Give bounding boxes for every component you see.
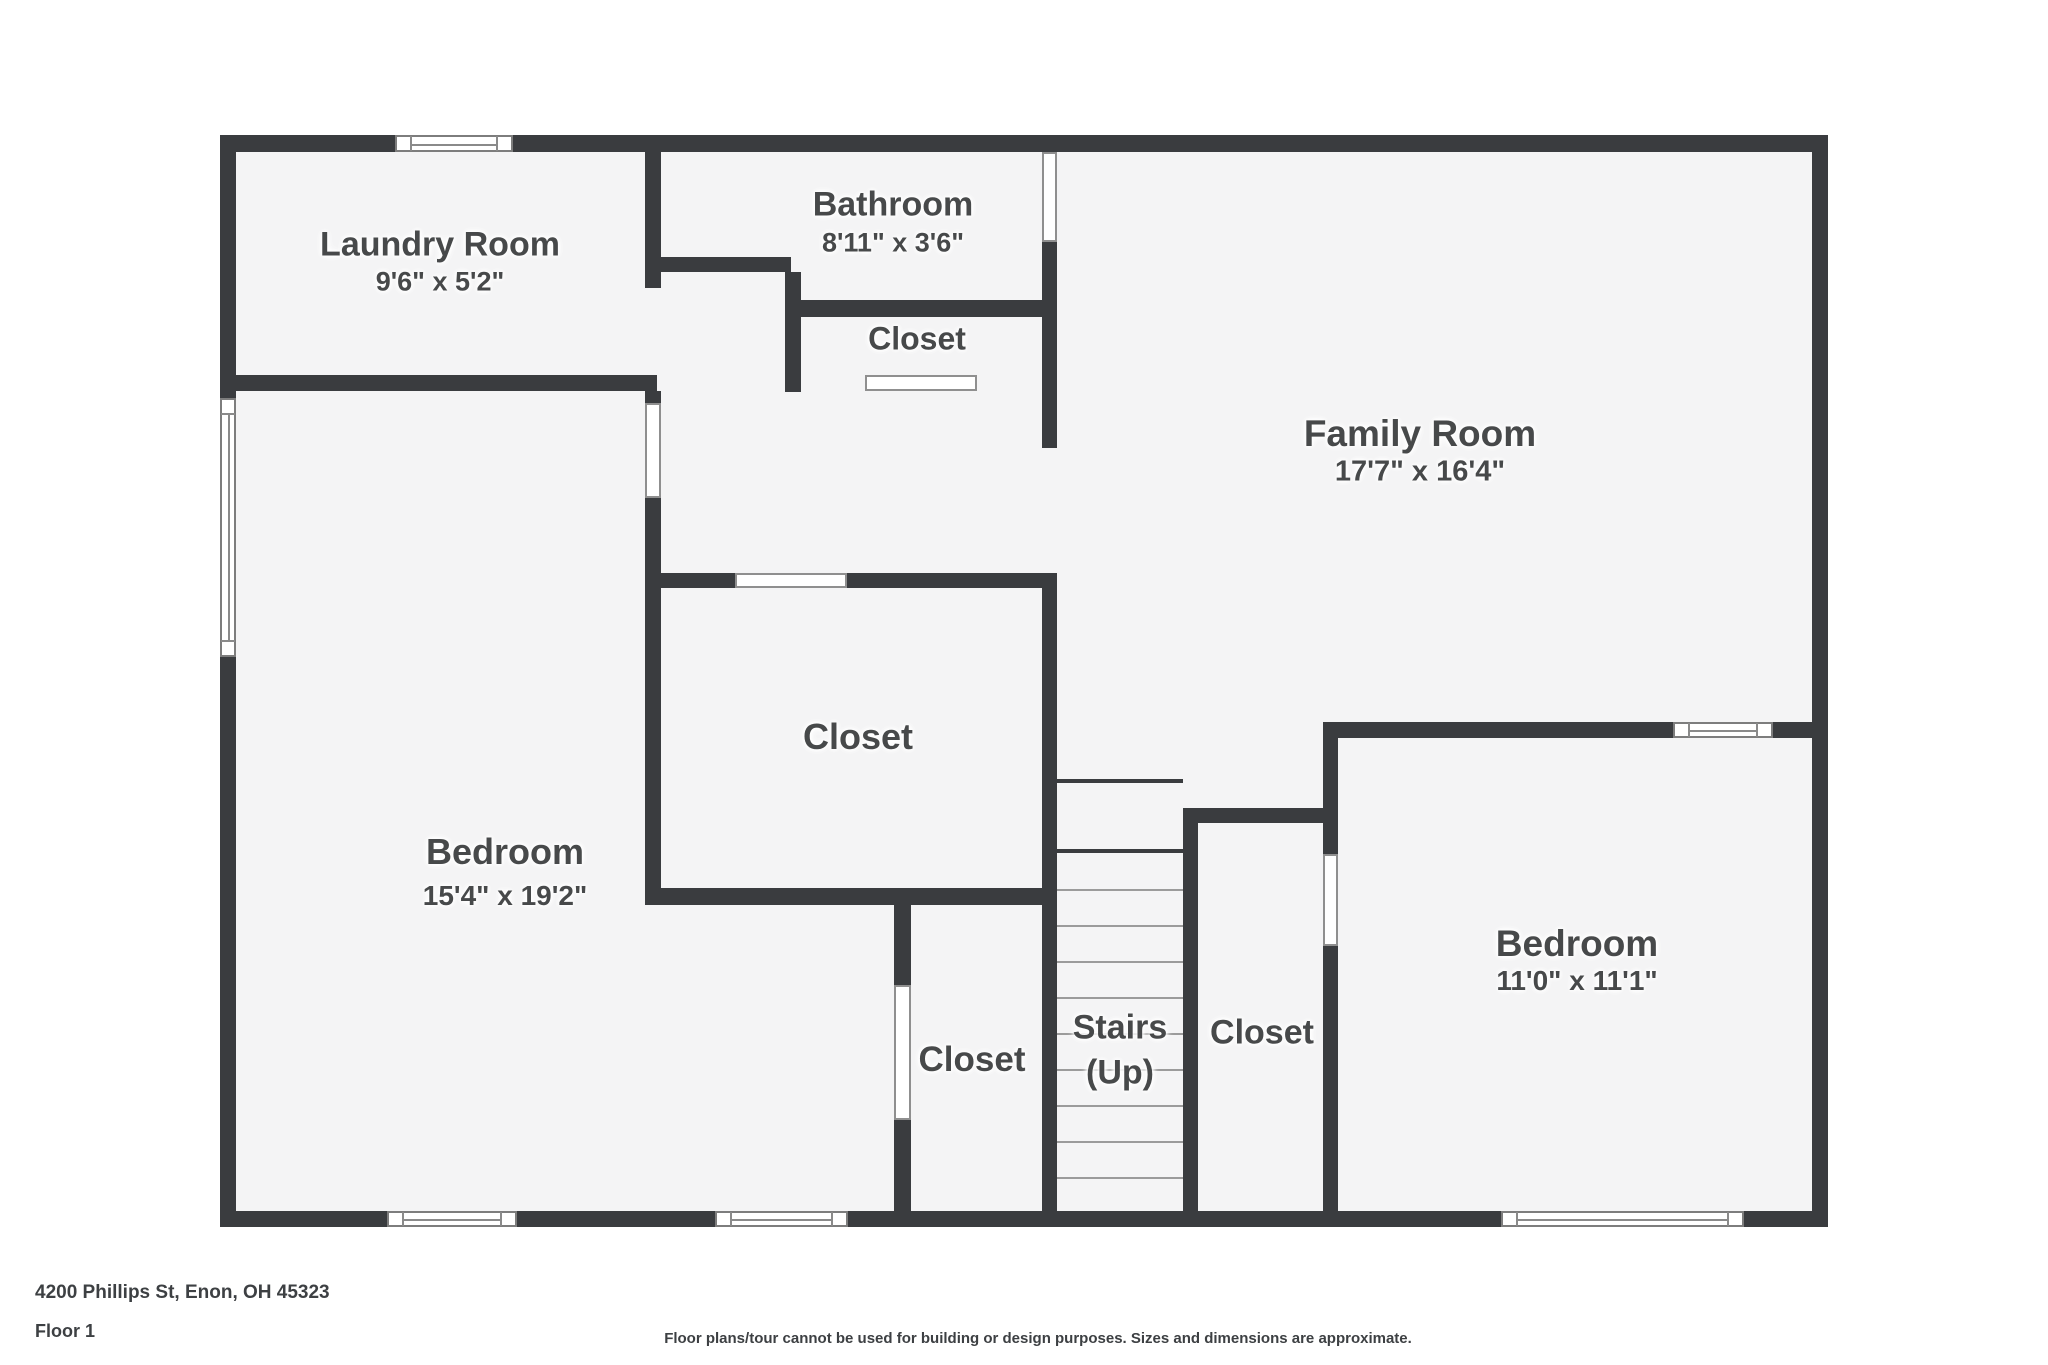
stair-tread	[1057, 1105, 1183, 1107]
family-room-label: Family Room	[1303, 413, 1537, 454]
bathroom-label: Bathroom	[812, 185, 974, 224]
bathroom-closet-label: Closet	[868, 320, 966, 357]
property-address: 4200 Phillips St, Enon, OH 45323	[35, 1282, 330, 1303]
bedroom-right-label: Bedroom	[1495, 923, 1659, 964]
door-mid-closet	[735, 573, 847, 588]
stairs-first-step	[1057, 849, 1183, 853]
stair-tread	[1057, 1033, 1183, 1035]
wall-exterior-bottom	[220, 1211, 1828, 1227]
door-bedroom-left	[645, 403, 661, 498]
window-bedroom-right-bottom	[1501, 1211, 1744, 1227]
bathroom-dims: 8'11" x 3'6"	[821, 227, 965, 258]
window-bedroom-right-top	[1673, 722, 1773, 738]
wall-exterior-top	[220, 135, 1828, 152]
wall-mid-closet-right	[1042, 573, 1057, 1212]
wall-bath-closet-left	[785, 272, 801, 392]
wall-laundry-bathroom-divider	[645, 152, 661, 288]
wall-bedroom-left-right	[645, 391, 661, 905]
window-laundry-top	[395, 135, 513, 152]
wall-laundry-bottom	[236, 375, 657, 391]
laundry-room-label: Laundry Room	[320, 225, 560, 264]
window-bedroom-left-bottom-2	[715, 1211, 848, 1227]
door-bathroom	[1042, 152, 1057, 242]
wall-exterior-right	[1812, 135, 1828, 1227]
wall-mid-closet-top	[645, 573, 1057, 588]
door-bath-closet	[865, 375, 977, 391]
wall-stairs-right	[1183, 808, 1198, 1212]
wall-right-closet-top	[1183, 808, 1332, 823]
window-bedroom-left-wall	[220, 398, 236, 657]
stairs-label: Stairs	[1072, 1008, 1168, 1047]
right-closet-label: Closet	[1210, 1013, 1314, 1052]
bottom-closet-label: Closet	[918, 1040, 1026, 1079]
wall-mid-closet-bottom	[645, 888, 1057, 905]
window-bedroom-left-bottom-1	[387, 1211, 517, 1227]
bedroom-left-dims: 15'4" x 19'2"	[422, 880, 588, 911]
floor-number-label: Floor 1	[35, 1321, 96, 1341]
bedroom-left-label: Bedroom	[425, 831, 585, 872]
family-room-dims: 17'7" x 16'4"	[1334, 455, 1506, 488]
floor-area	[220, 135, 1828, 1227]
stairs-direction-label: (Up)	[1086, 1053, 1154, 1092]
bedroom-right-dims: 11'0" x 11'1"	[1496, 965, 1658, 996]
wall-bathroom-step	[661, 257, 791, 272]
stair-tread	[1057, 925, 1183, 927]
mid-closet-label: Closet	[802, 716, 914, 757]
stair-tread	[1057, 997, 1183, 999]
wall-bedroom-right-left	[1323, 722, 1338, 1212]
stair-tread	[1057, 1177, 1183, 1179]
stair-tread	[1057, 1069, 1183, 1071]
stair-tread	[1057, 961, 1183, 963]
wall-bathroom-closet-divider	[801, 300, 1042, 317]
stair-tread	[1057, 1141, 1183, 1143]
stairs-top-edge	[1057, 779, 1183, 783]
disclaimer-text: Floor plans/tour cannot be used for buil…	[664, 1330, 1412, 1347]
door-right-closet	[1323, 854, 1338, 946]
wall-exterior-left	[220, 135, 236, 1227]
laundry-room-dims: 9'6" x 5'2"	[375, 266, 505, 297]
door-bottom-closet	[894, 985, 911, 1120]
stair-tread	[1057, 889, 1183, 891]
